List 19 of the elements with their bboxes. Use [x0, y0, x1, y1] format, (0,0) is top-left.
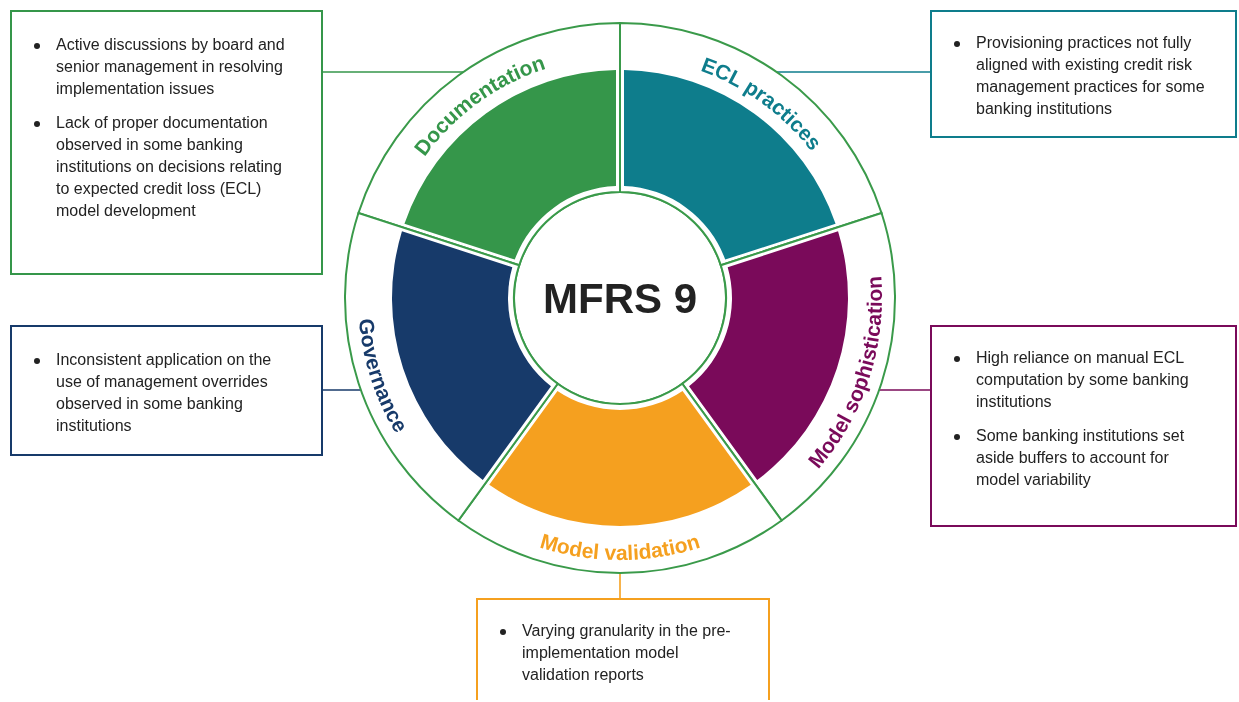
segment-label: Model validation	[537, 529, 703, 565]
bullet-text: Lack of proper documentation observed in some banking institutions on decisions relating to expected credit loss (ECL) model development	[56, 114, 282, 219]
center-circle	[513, 191, 727, 405]
bullet-text: Varying granularity in the pre-implementation model validation reports	[522, 622, 731, 683]
callout-box	[476, 598, 770, 700]
callout-box	[930, 10, 1237, 138]
bullet-text: Active discussions by board and senior management in resolving implementation issues	[56, 36, 285, 97]
callout-box	[10, 325, 323, 456]
callout-box	[10, 10, 323, 275]
connector-line	[619, 572, 621, 599]
connector-line	[878, 389, 931, 391]
bullet-text: Some banking institutions set aside buffers to account for model variability	[976, 427, 1185, 488]
bullet-text: Inconsistent application on the use of management overrides observed in some banking institutions	[56, 351, 272, 434]
bullet-text: Provisioning practices not fully aligned with existing credit risk management practices for some banking institutions	[976, 34, 1205, 117]
connector-line	[775, 71, 931, 73]
callout-box	[930, 325, 1237, 527]
center-label: MFRS 9	[543, 275, 697, 322]
connector-line	[322, 389, 362, 391]
bullet-text: High reliance on manual ECL computation by some banking institutions	[976, 349, 1189, 410]
